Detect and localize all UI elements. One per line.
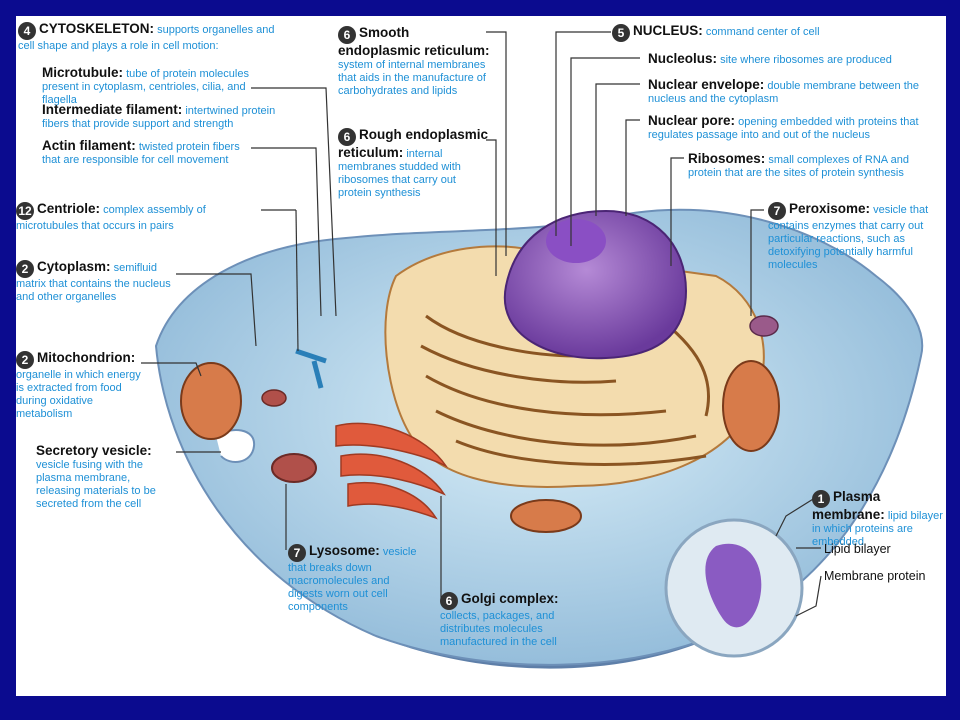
label-ribosomes: Ribosomes: small complexes of RNA and pr… <box>688 151 909 179</box>
badge-nucleus: 5 <box>612 24 630 42</box>
label-microtubule: Microtubule: tube of protein molecules p… <box>42 65 249 106</box>
label-membrane-protein: Membrane protein <box>824 569 926 583</box>
golgi-shape <box>335 422 449 520</box>
label-intermediate-filament: Intermediate filament: intertwined prote… <box>42 102 276 130</box>
badge-mitochondrion: 2 <box>16 351 34 369</box>
badge-lysosome: 7 <box>288 544 306 562</box>
nucleolus-shape <box>546 219 606 263</box>
label-actin-filament: Actin filament: twisted protein fibers t… <box>42 138 240 166</box>
er-folds <box>420 314 711 466</box>
leader-lines <box>141 31 822 617</box>
badge-centriole: 12 <box>16 202 34 220</box>
cell-illustration <box>141 31 924 669</box>
centriole-shape <box>295 348 327 389</box>
badge-cytoplasm: 2 <box>16 260 34 278</box>
badge-smooth-er: 6 <box>338 26 356 44</box>
mitochondrion-right <box>722 360 780 452</box>
badge-plasma-membrane: 1 <box>812 490 830 508</box>
label-lipid-bilayer: Lipid bilayer <box>824 542 891 556</box>
badge-peroxisome: 7 <box>768 202 786 220</box>
peroxisome-shape <box>749 315 779 337</box>
badge-golgi: 6 <box>440 592 458 610</box>
label-nuclear-envelope: Nuclear envelope: double membrane betwee… <box>648 77 920 105</box>
lysosome-shape <box>271 453 317 483</box>
vesicle-small <box>261 389 287 407</box>
label-secretory-vesicle: Secretory vesicle: vesicle fusing with t… <box>36 443 156 510</box>
mitochondrion-bottom <box>510 499 582 533</box>
badge-rough-er: 6 <box>338 128 356 146</box>
label-nucleolus: Nucleolus: site where ribosomes are prod… <box>648 51 892 66</box>
label-nuclear-pore: Nuclear pore: opening embedded with prot… <box>648 113 919 141</box>
mitochondrion-left <box>180 362 242 440</box>
badge-cytoskeleton: 4 <box>18 22 36 40</box>
membrane-protein-shape <box>705 543 762 628</box>
